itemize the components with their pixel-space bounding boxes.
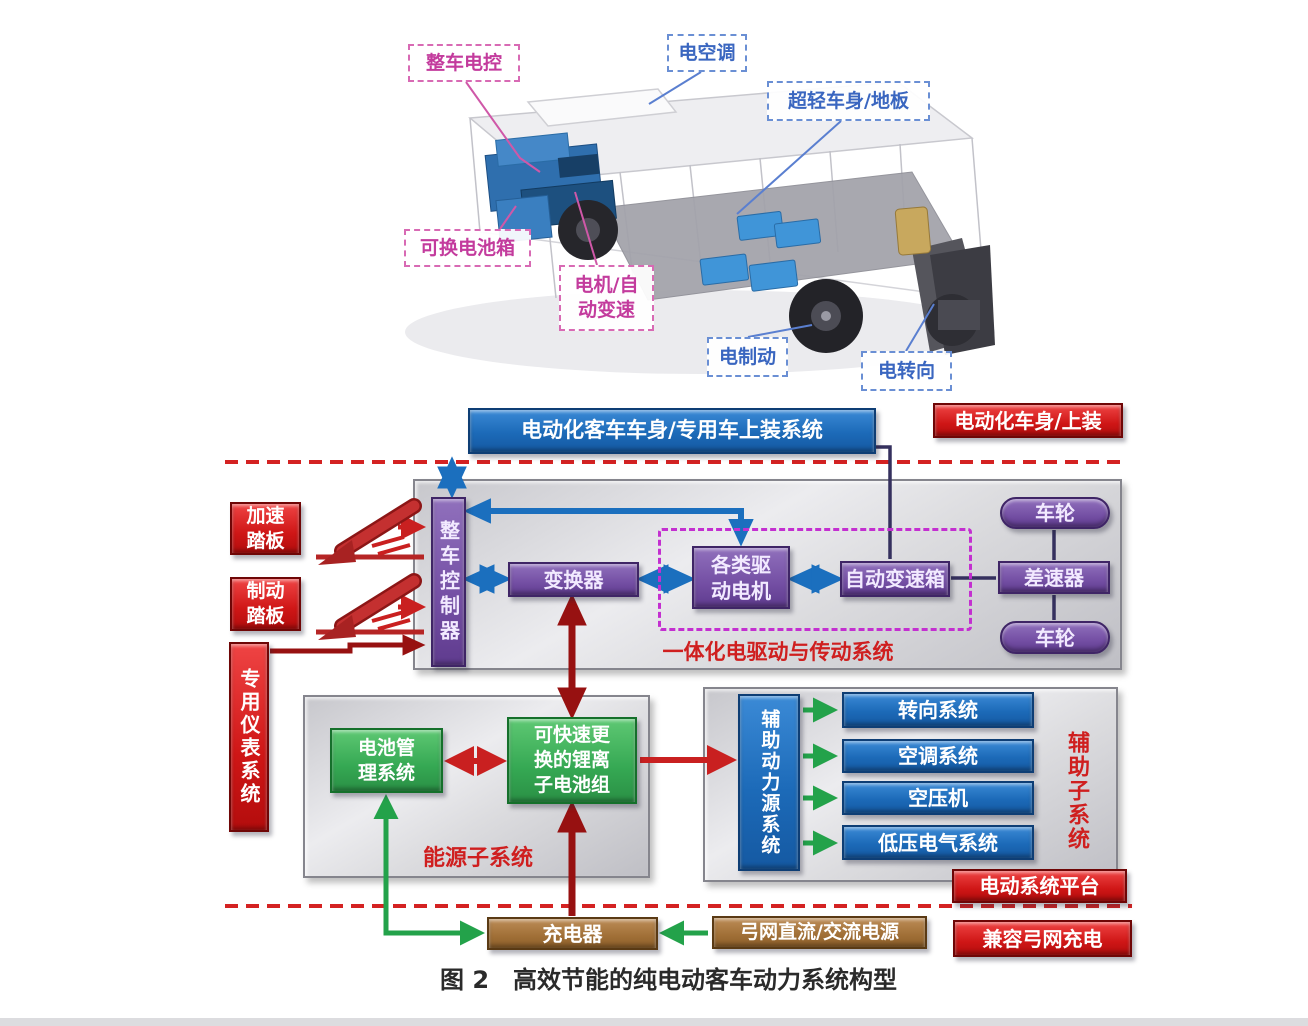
bus-seats [699,210,822,292]
mechanical-links [874,445,1056,620]
tag-pantograph-charging: 兼容弓网充电 [953,920,1132,957]
charger-box: 充电器 [487,917,658,950]
vehicle-controller-box: 整车控制器 [431,497,466,667]
brake-pedal-box: 制动 踏板 [230,577,301,631]
air-compressor-box: 空压机 [842,781,1034,815]
figure-caption: 图 2 高效节能的纯电动客车动力系统构型 [440,966,898,994]
energy-subsystem-label: 能源子系统 [422,846,533,871]
body-system-box: 电动化客车车身/专用车上装系统 [468,408,876,454]
roof-ac-unit [526,88,678,127]
bms-box: 电池管 理系统 [330,728,443,793]
bottom-strip [0,1018,1308,1026]
callout-swappable-battery: 可换电池箱 [404,229,531,267]
callout-electric-brake: 电制动 [707,337,788,377]
charge-arrows-green [373,697,838,946]
aux-subsystem-label: 辅助子系统 [1064,731,1089,851]
battery-pack-box: 可快速更 换的锂离 子电池组 [507,717,637,804]
wheel-top-box: 车轮 [1000,497,1110,529]
callout-lightweight-body: 超轻车身/地板 [767,81,930,121]
converter-box: 变换器 [508,562,639,597]
low-voltage-system-box: 低压电气系统 [842,825,1034,860]
bus-illustration [405,71,995,374]
wheel-bottom-box: 车轮 [1000,621,1110,654]
grid-source-box: 弓网直流/交流电源 [712,916,927,949]
aux-power-source-box: 辅助动力源系统 [738,694,800,871]
power-arrows [270,514,737,916]
steering-system-box: 转向系统 [842,692,1034,728]
drive-motors-box: 各类驱 动电机 [692,546,790,609]
auto-gearbox-box: 自动变速箱 [840,561,950,597]
bus-wheels [558,200,978,353]
drive-subsystem-label: 一体化电驱动与传动系统 [662,640,894,664]
ac-system-box: 空调系统 [842,739,1034,773]
accelerator-pedal-icon [316,498,424,565]
callout-electric-ac: 电空调 [667,34,747,72]
callout-leader-lines [465,71,935,352]
brake-pedal-icon [316,573,424,640]
accel-pedal-box: 加速 踏板 [230,502,301,555]
callout-vehicle-control: 整车电控 [408,44,520,82]
callout-electric-steering: 电转向 [861,351,952,391]
differential-box: 差速器 [998,561,1110,594]
tag-electric-platform: 电动系统平台 [952,869,1127,903]
instrument-system-box: 专用仪表系统 [229,642,269,832]
driver-seat [894,206,932,256]
tag-electrified-body: 电动化车身/上装 [933,403,1123,438]
callout-motor-auto-trans: 电机/自 动变速 [559,265,654,331]
